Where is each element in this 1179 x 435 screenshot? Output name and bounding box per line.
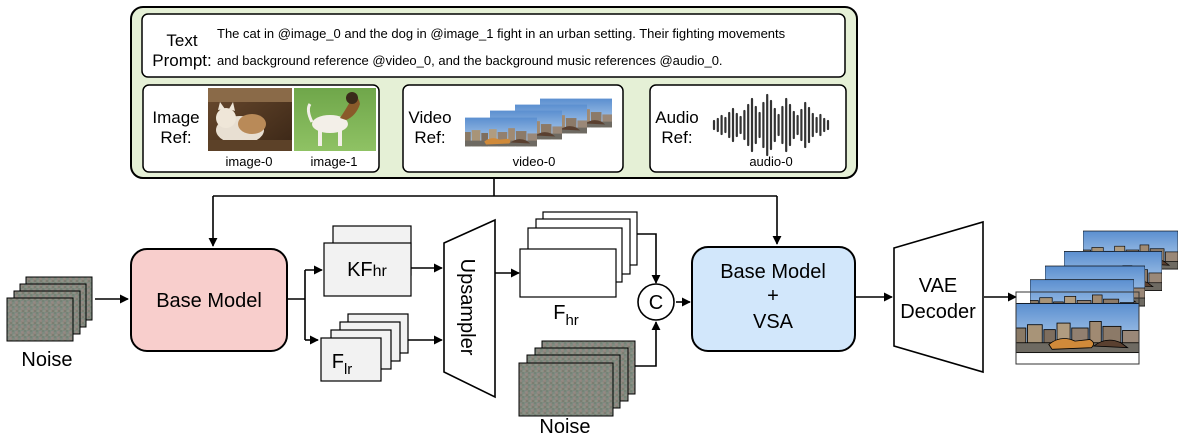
text-prompt-line2: and background reference @video_0, and t… <box>217 53 723 68</box>
fhr-label: Fhr <box>553 302 579 329</box>
noise-to-concat-arrow <box>635 321 661 367</box>
audio-waveform-icon <box>712 93 830 157</box>
kfhr-stack <box>323 225 412 297</box>
vae-decoder-line2: Decoder <box>900 301 976 323</box>
flr-stack <box>320 313 409 382</box>
text-prompt-label-line2: Prompt: <box>152 51 212 70</box>
dog-image-thumbnail <box>294 88 376 151</box>
base-model-vsa-line3: VSA <box>753 311 794 333</box>
image-ref-caption-1: image-1 <box>311 154 358 169</box>
text-prompt-line1: The cat in @image_0 and the dog in @imag… <box>217 26 786 41</box>
audio-ref-label-line2: Ref: <box>661 128 692 147</box>
image-ref-label-line1: Image <box>152 108 199 127</box>
concat-node: C <box>637 283 675 321</box>
base-model-split-line <box>287 270 306 340</box>
text-prompt-box: Text Prompt: The cat in @image_0 and the… <box>141 13 846 78</box>
flr-subscript: lr <box>344 361 352 378</box>
kfhr-subscript: hr <box>373 263 388 280</box>
image-ref-caption-0: image-0 <box>226 154 273 169</box>
audio-ref-label-line1: Audio <box>655 108 698 127</box>
audio-ref-box: Audio Ref: audio-0 <box>649 84 847 173</box>
audio-ref-caption: audio-0 <box>749 154 792 169</box>
video-ref-box: Video Ref: video-0 <box>402 84 624 173</box>
bottom-noise-label: Noise <box>539 416 590 435</box>
fhr-to-concat-arrow <box>637 233 661 284</box>
vae-decoder-line1: VAE <box>919 275 958 297</box>
input-noise-stack <box>6 276 93 342</box>
cat-image-thumbnail <box>208 88 292 151</box>
base-model-label: Base Model <box>156 290 262 312</box>
video-ref-label-line1: Video <box>408 108 451 127</box>
base-model-vsa-line2: + <box>767 285 779 307</box>
video-ref-caption: video-0 <box>513 154 556 169</box>
text-prompt-label-line1: Text <box>166 31 197 50</box>
upsampler-block: Upsampler <box>443 218 496 399</box>
video-ref-label-line2: Ref: <box>414 128 445 147</box>
input-noise-label: Noise <box>21 349 72 371</box>
kfhr-label: KFhr <box>347 259 387 281</box>
concat-label: C <box>649 292 663 314</box>
fhr-subscript: hr <box>565 312 578 329</box>
base-model-vsa-block: Base Model + VSA <box>691 246 856 352</box>
vae-decoder-block: VAE Decoder <box>893 220 984 374</box>
fhr-stack <box>519 211 638 298</box>
conditioning-panel: Text Prompt: The cat in @image_0 and the… <box>130 6 858 179</box>
image-ref-label-line2: Ref: <box>160 128 191 147</box>
output-video-frames <box>1015 230 1178 365</box>
connectors <box>95 178 1017 367</box>
image-ref-box: Image Ref: image-0 <box>142 84 380 173</box>
flr-label: Flr <box>332 351 353 378</box>
base-model-block: Base Model <box>130 248 288 352</box>
base-model-vsa-line1: Base Model <box>720 261 826 283</box>
upsampler-label: Upsampler <box>456 259 478 356</box>
bottom-noise-stack <box>518 340 636 417</box>
